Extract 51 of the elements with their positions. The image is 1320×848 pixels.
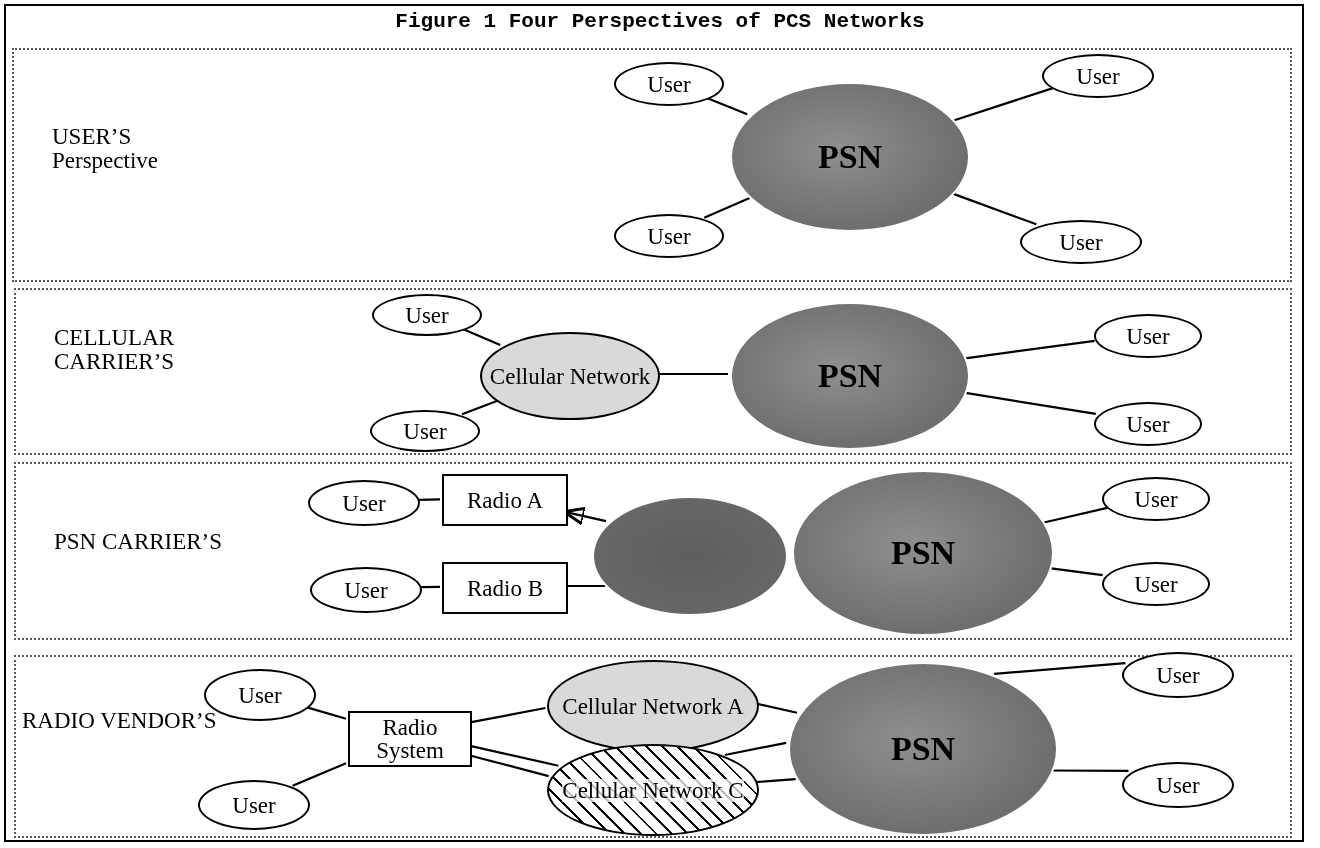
user-ellipse <box>1042 54 1154 98</box>
radio-box <box>442 474 568 526</box>
connector-line <box>461 399 498 416</box>
node-label: PSN <box>890 536 956 570</box>
node-label: User <box>238 683 282 707</box>
node-label: User <box>1059 230 1103 254</box>
connector-line <box>292 762 347 787</box>
user-ellipse <box>1122 652 1234 698</box>
figure-title: Figure 1 Four Perspectives of PCS Networks <box>394 10 926 33</box>
node-label: User <box>1156 663 1200 687</box>
node-label: PSN <box>817 359 883 393</box>
node-label: Cellular Network <box>489 364 651 388</box>
node-label: Cellular Network A <box>562 694 744 718</box>
node-label: Radio A <box>467 488 543 512</box>
panel-label: USER’S Perspective <box>52 125 159 174</box>
node-label: PSN <box>890 732 956 766</box>
node-label: User <box>647 224 691 248</box>
node-label: User <box>1126 412 1170 436</box>
perspective-panel <box>14 462 1292 640</box>
node-label: User <box>1134 572 1178 596</box>
connector-line <box>703 196 751 219</box>
perspective-panel <box>14 655 1292 838</box>
connector-line <box>954 87 1054 122</box>
node-label: User <box>344 578 388 602</box>
node-label: User <box>232 793 276 817</box>
radio-box <box>348 711 472 767</box>
node-label: Radio System <box>375 716 445 762</box>
user-ellipse <box>1094 402 1202 446</box>
node-label: User <box>1134 487 1178 511</box>
panel-label: CELLULAR CARRIER’S <box>54 326 176 375</box>
user-ellipse <box>1102 477 1210 521</box>
perspective-panel <box>12 48 1292 282</box>
node-label: User <box>1076 64 1120 88</box>
node-label: PSN <box>817 140 883 174</box>
panel-label: RADIO VENDOR’S <box>22 709 218 734</box>
connector-line <box>724 741 787 757</box>
node-label: Cellular Network C <box>562 778 744 802</box>
connector-line <box>658 372 728 376</box>
node-label: Radio B <box>467 576 543 600</box>
node-label: User <box>405 303 449 327</box>
node-label: User <box>1126 324 1170 348</box>
panel-label: PSN CARRIER’S <box>54 530 224 555</box>
connector-line <box>994 662 1126 675</box>
node-label: User <box>342 491 386 515</box>
node-label: User <box>403 419 447 443</box>
connector-line <box>420 585 440 589</box>
node-label: User <box>647 72 691 96</box>
radio-box <box>442 562 568 614</box>
perspective-panel <box>14 288 1292 455</box>
connector-line <box>1043 506 1108 524</box>
node-label: User <box>1156 773 1200 797</box>
